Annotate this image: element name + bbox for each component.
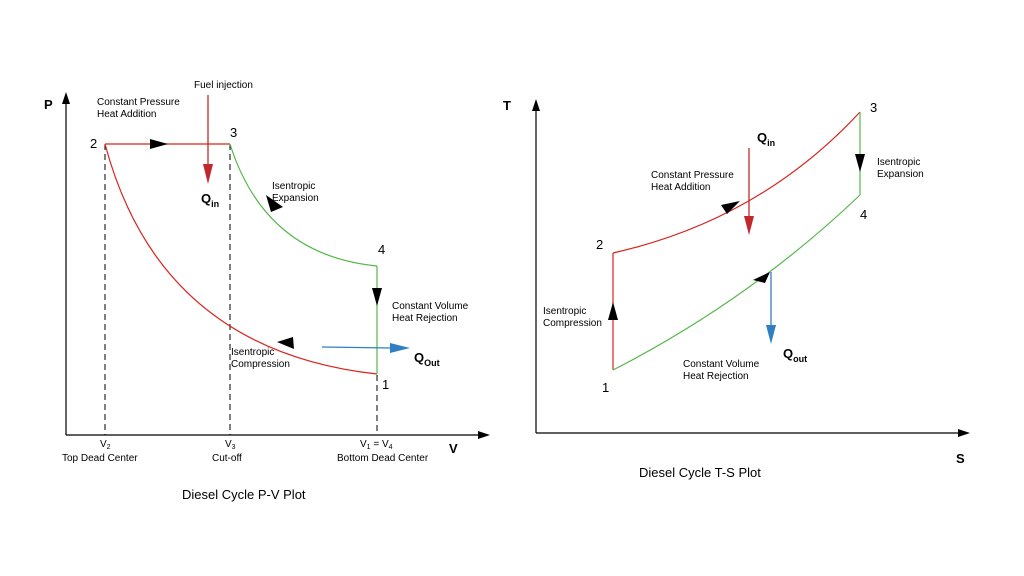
pv-v14-tick: V1 = V4 bbox=[360, 439, 393, 451]
pv-v4-sub: 4 bbox=[389, 444, 393, 451]
pv-v14-eq: = bbox=[371, 439, 382, 450]
pv-point-2: 2 bbox=[90, 136, 97, 151]
ts-heat-addition-arrowhead bbox=[721, 201, 740, 214]
pv-compression-line1: Isentropic bbox=[231, 347, 274, 358]
ts-point-2: 2 bbox=[596, 237, 603, 252]
pv-v2-desc: Top Dead Center bbox=[62, 453, 138, 464]
pv-q-out-arrowhead bbox=[390, 343, 410, 353]
ts-heat-addition-curve bbox=[612, 111, 861, 254]
pv-heat-rejection-label: Constant Volume Heat Rejection bbox=[392, 301, 471, 324]
pv-p-axis-label: P bbox=[44, 97, 53, 112]
pv-plot: P V 2 3 4 1 Fuel injection Constant Pres… bbox=[44, 80, 490, 502]
pv-heat-addition-line2: Heat Addition bbox=[97, 109, 157, 120]
pv-plot-caption: Diesel Cycle P-V Plot bbox=[182, 487, 306, 502]
pv-expansion-line2: Expansion bbox=[272, 193, 319, 204]
pv-compression-label: Isentropic Compression bbox=[231, 347, 290, 370]
ts-plot-caption: Diesel Cycle T-S Plot bbox=[639, 465, 761, 480]
ts-heat-addition-line2: Heat Addition bbox=[651, 182, 711, 193]
pv-fuel-injection-label: Fuel injection bbox=[194, 80, 253, 91]
ts-heat-rejection-label: Constant Volume Heat Rejection bbox=[683, 359, 762, 382]
ts-q-out-sub: out bbox=[793, 354, 807, 364]
pv-heat-addition-arrowhead bbox=[150, 139, 168, 149]
ts-compression-label: Isentropic Compression bbox=[543, 306, 602, 329]
ts-expansion-line1: Isentropic bbox=[877, 157, 920, 168]
ts-t-axis-label: T bbox=[503, 98, 511, 113]
pv-q-in-arrowhead bbox=[203, 164, 213, 184]
pv-heat-addition-label: Constant Pressure Heat Addition bbox=[97, 97, 183, 120]
ts-compression-arrowhead bbox=[608, 302, 618, 320]
ts-q-out-label: Qout bbox=[783, 346, 807, 364]
pv-point-3: 3 bbox=[230, 125, 237, 140]
pv-q-in-main: Q bbox=[201, 191, 211, 206]
pv-q-out-sub: Out bbox=[424, 358, 440, 368]
pv-expansion-arrowhead bbox=[266, 195, 283, 212]
ts-s-axis-arrowhead bbox=[958, 429, 970, 437]
pv-v2-main: V bbox=[100, 439, 107, 450]
ts-compression-line1: Isentropic bbox=[543, 306, 586, 317]
pv-v2-tick: V2 bbox=[100, 439, 111, 451]
ts-point-4: 4 bbox=[860, 207, 867, 222]
pv-v-axis-label: V bbox=[449, 441, 458, 456]
pv-v4-main: V bbox=[382, 439, 389, 450]
ts-s-axis-label: S bbox=[956, 451, 965, 466]
ts-expansion-label: Isentropic Expansion bbox=[877, 157, 924, 180]
pv-p-axis-arrowhead bbox=[62, 92, 70, 104]
pv-expansion-line1: Isentropic bbox=[272, 181, 315, 192]
pv-v1-main: V bbox=[360, 439, 367, 450]
pv-heat-rejection-arrowhead bbox=[372, 288, 382, 306]
ts-expansion-line2: Expansion bbox=[877, 169, 924, 180]
ts-heat-rejection-line2: Heat Rejection bbox=[683, 371, 749, 382]
pv-compression-arrowhead bbox=[277, 337, 294, 349]
pv-heat-rejection-line1: Constant Volume bbox=[392, 301, 469, 312]
ts-point-3: 3 bbox=[870, 100, 877, 115]
pv-v1-sub: 1 bbox=[367, 444, 371, 451]
ts-compression-line2: Compression bbox=[543, 318, 602, 329]
ts-heat-rejection-arrowhead bbox=[753, 272, 770, 283]
pv-v3-tick: V3 bbox=[225, 439, 236, 451]
pv-point-1: 1 bbox=[382, 377, 389, 392]
ts-point-1: 1 bbox=[602, 380, 609, 395]
pv-q-out-main: Q bbox=[414, 350, 424, 365]
ts-q-in-main: Q bbox=[757, 130, 767, 145]
pv-v-axis-arrowhead bbox=[478, 431, 490, 439]
pv-v14-desc: Bottom Dead Center bbox=[337, 453, 429, 464]
ts-q-in-label: Qin bbox=[757, 130, 775, 148]
ts-q-out-main: Q bbox=[783, 346, 793, 361]
ts-q-out-arrowhead bbox=[766, 325, 776, 344]
pv-point-4: 4 bbox=[378, 242, 385, 257]
pv-expansion-label: Isentropic Expansion bbox=[272, 181, 319, 204]
pv-compression-curve bbox=[104, 143, 378, 375]
ts-heat-rejection-curve bbox=[612, 194, 861, 371]
pv-q-in-sub: in bbox=[211, 199, 219, 209]
pv-expansion-curve bbox=[229, 143, 378, 267]
pv-v3-desc: Cut-off bbox=[212, 453, 242, 464]
ts-heat-rejection-line1: Constant Volume bbox=[683, 359, 760, 370]
pv-q-in-label: Qin bbox=[201, 191, 219, 209]
pv-v3-main: V bbox=[225, 439, 232, 450]
pv-v2-sub: 2 bbox=[107, 444, 111, 451]
ts-t-axis-arrowhead bbox=[532, 99, 540, 111]
pv-q-out-arrow-shaft bbox=[321, 346, 391, 349]
ts-heat-addition-label: Constant Pressure Heat Addition bbox=[651, 170, 737, 193]
ts-heat-addition-line1: Constant Pressure bbox=[651, 170, 734, 181]
ts-q-in-arrowhead bbox=[744, 216, 754, 235]
pv-compression-line2: Compression bbox=[231, 359, 290, 370]
pv-q-out-label: QOut bbox=[414, 350, 440, 368]
ts-q-in-sub: in bbox=[767, 138, 775, 148]
pv-heat-rejection-line2: Heat Rejection bbox=[392, 313, 458, 324]
pv-v3-sub: 3 bbox=[232, 444, 236, 451]
pv-heat-addition-line1: Constant Pressure bbox=[97, 97, 180, 108]
ts-plot: T S 1 2 3 4 Constant Pressure Heat Addit… bbox=[503, 98, 970, 480]
ts-expansion-arrowhead bbox=[855, 154, 865, 172]
